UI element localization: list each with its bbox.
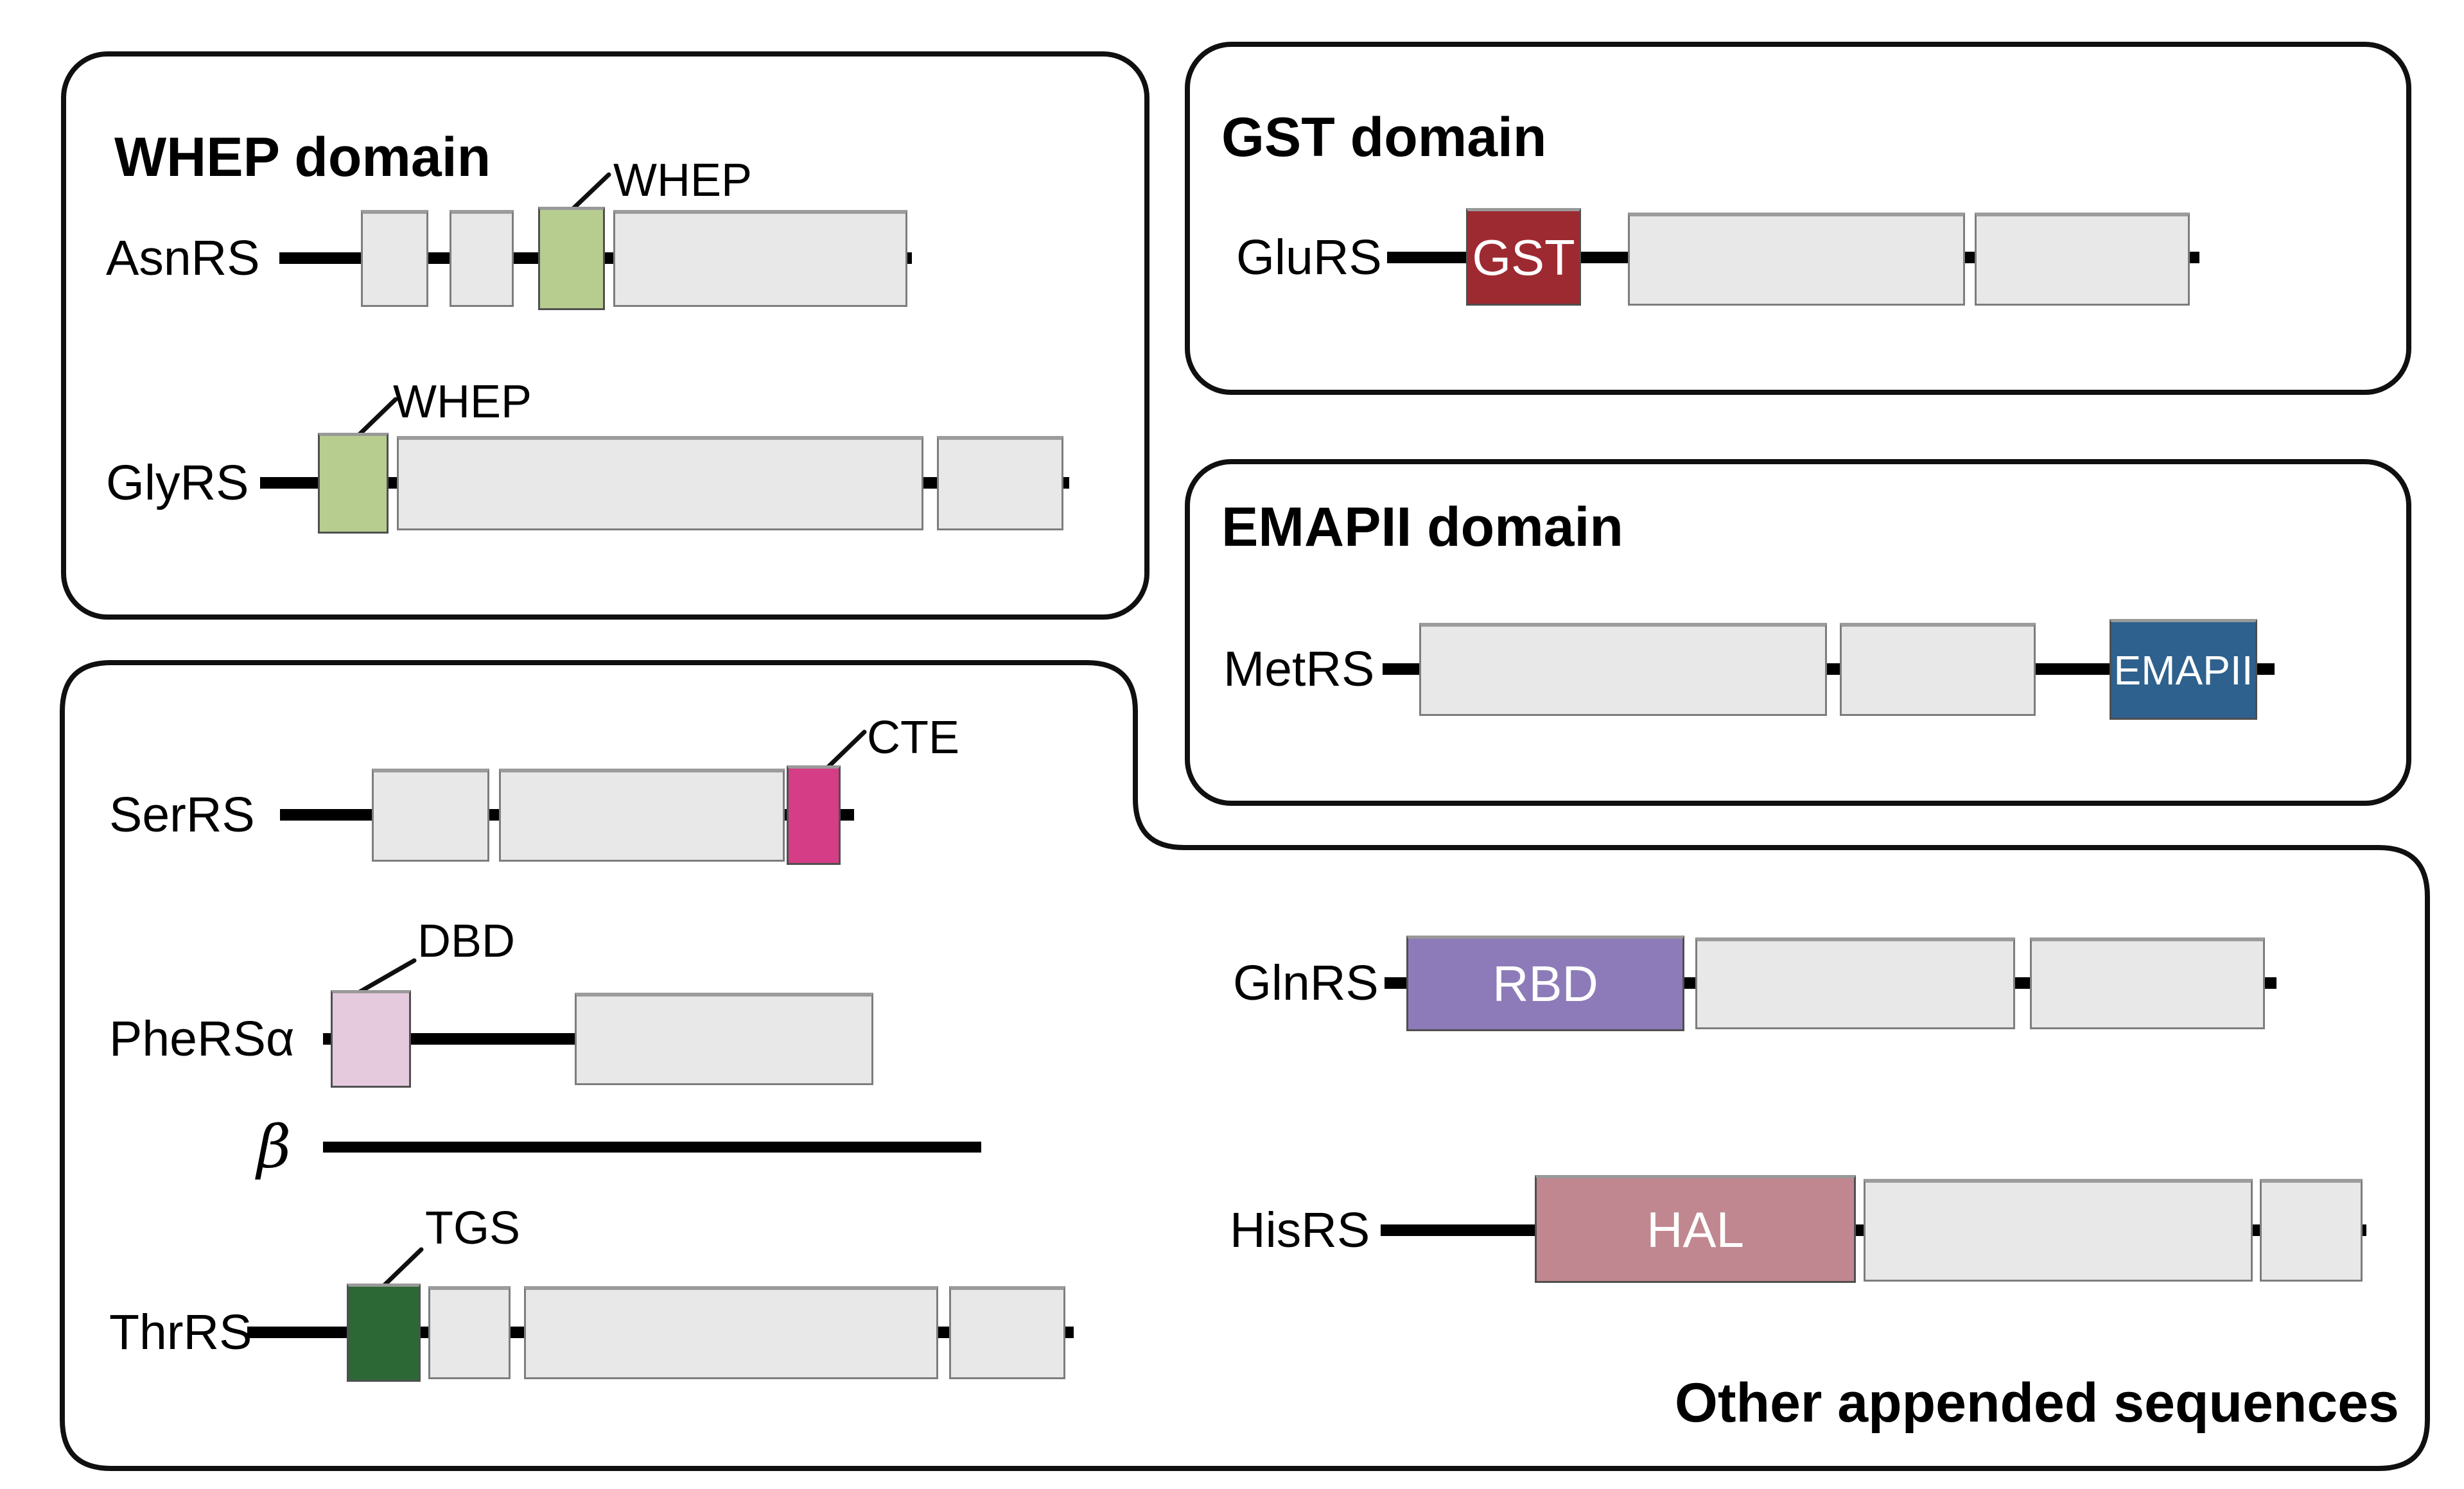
- leader-line-dbd: [356, 958, 417, 995]
- generic-domain-box: [428, 1286, 511, 1379]
- domain-callout-label: WHEP: [393, 376, 532, 428]
- protein-label-metrs: MetRS: [1223, 641, 1375, 697]
- domain-callout-label: TGS: [425, 1203, 521, 1254]
- domain-box-rbd: RBD: [1406, 936, 1684, 1031]
- panel-title-emapii: EMAPII domain: [1221, 496, 1623, 558]
- generic-domain-box: [937, 436, 1063, 530]
- domain-box-whep: [538, 207, 605, 310]
- leader-line-tgs: [381, 1247, 424, 1288]
- protein-label-hisrs: HisRS: [1230, 1203, 1370, 1258]
- generic-domain-box: [1975, 213, 2190, 306]
- generic-domain-box: [1419, 623, 1827, 716]
- generic-domain-box: [2030, 937, 2265, 1029]
- generic-domain-box: [949, 1286, 1065, 1379]
- protein-label-thrrs: ThrRS: [109, 1305, 252, 1360]
- protein-label-glurs: GluRS: [1236, 230, 1382, 285]
- panel-title-whep: WHEP domain: [114, 126, 491, 188]
- panel-title-other: Other appended sequences: [1675, 1372, 2399, 1434]
- generic-domain-box: [1695, 937, 2015, 1029]
- generic-domain-box: [450, 210, 514, 307]
- panel-title-gst: GST domain: [1221, 107, 1547, 168]
- generic-domain-box: [524, 1286, 938, 1379]
- domain-box-whep: [318, 433, 389, 534]
- domain-callout-label: WHEP: [613, 155, 752, 206]
- domain-box-hal: HAL: [1535, 1175, 1856, 1283]
- backbone-line: [323, 1142, 981, 1153]
- protein-label-glnrs: GlnRS: [1233, 955, 1379, 1011]
- domain-box-cte: [787, 765, 841, 865]
- domain-box-gst: GST: [1466, 208, 1581, 306]
- protein-label-asnrs: AsnRS: [106, 231, 260, 286]
- domain-callout-label: CTE: [867, 712, 959, 763]
- generic-domain-box: [613, 210, 907, 307]
- protein-label-phersa: PheRSα: [109, 1011, 295, 1067]
- domain-callout-label: DBD: [417, 916, 516, 967]
- generic-domain-box: [2260, 1179, 2363, 1282]
- generic-domain-box: [575, 993, 873, 1085]
- domain-box-emapii: EMAPII: [2110, 619, 2257, 720]
- protein-label-beta: β: [257, 1113, 292, 1181]
- generic-domain-box: [1840, 623, 2036, 716]
- generic-domain-box: [361, 210, 428, 307]
- protein-label-serrs: SerRS: [109, 787, 255, 842]
- generic-domain-box: [499, 769, 785, 862]
- generic-domain-box: [397, 436, 923, 530]
- protein-label-glyrs: GlyRS: [106, 455, 249, 510]
- generic-domain-box: [1628, 213, 1965, 306]
- generic-domain-box: [372, 769, 489, 862]
- domain-box-dbd: [331, 990, 411, 1088]
- generic-domain-box: [1864, 1179, 2253, 1282]
- domain-box-tgs: [347, 1284, 421, 1382]
- leader-line-cte: [825, 729, 867, 771]
